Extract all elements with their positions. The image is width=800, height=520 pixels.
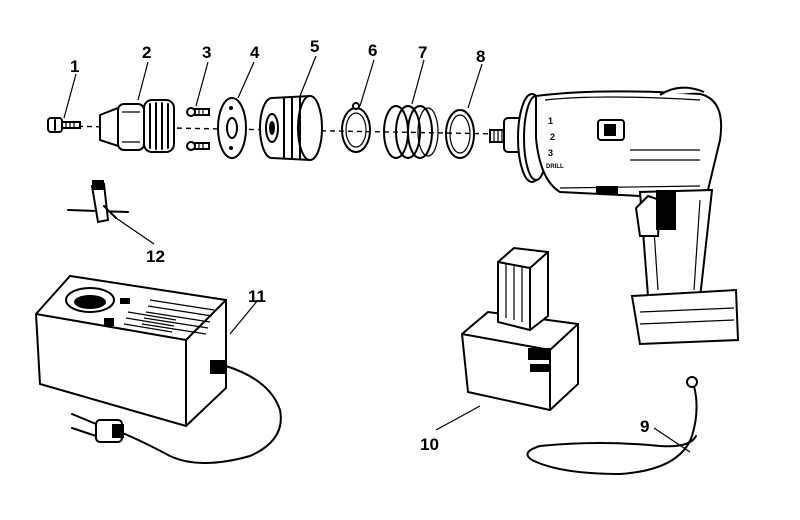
clutch-mark-1: 1 (548, 116, 553, 126)
part-1-screw (47, 117, 81, 133)
callout-10: 10 (420, 435, 439, 454)
callout-6: 6 (368, 41, 377, 60)
callout-3: 3 (202, 43, 211, 62)
part-10-battery (460, 246, 579, 412)
callout-5: 5 (310, 37, 319, 56)
leader-lines (63, 55, 691, 453)
callout-7: 7 (418, 43, 427, 62)
part-11-charger (34, 274, 282, 464)
part-3-screws (186, 107, 210, 151)
part-4-washer-plate (217, 97, 247, 159)
callout-4: 4 (250, 43, 260, 62)
callout-9: 9 (640, 417, 649, 436)
drill-body: 1 2 3 DRILL (489, 86, 740, 346)
part-7-spring (383, 105, 439, 159)
part-8-washer-ring (445, 109, 475, 159)
callout-12: 12 (146, 247, 165, 266)
clutch-mark-drill: DRILL (546, 164, 564, 170)
part-2-chuck (99, 99, 175, 153)
part-5-clutch-collar (259, 94, 323, 162)
callout-1: 1 (70, 57, 79, 76)
part-9-wrist-strap (526, 376, 698, 475)
part-12-chuck-key (67, 180, 129, 224)
part-6-retaining-ring (341, 102, 371, 153)
callout-2: 2 (142, 43, 151, 62)
callout-11: 11 (248, 287, 266, 306)
clutch-mark-2: 2 (550, 132, 555, 142)
callout-8: 8 (476, 47, 485, 66)
clutch-mark-3: 3 (548, 148, 553, 158)
